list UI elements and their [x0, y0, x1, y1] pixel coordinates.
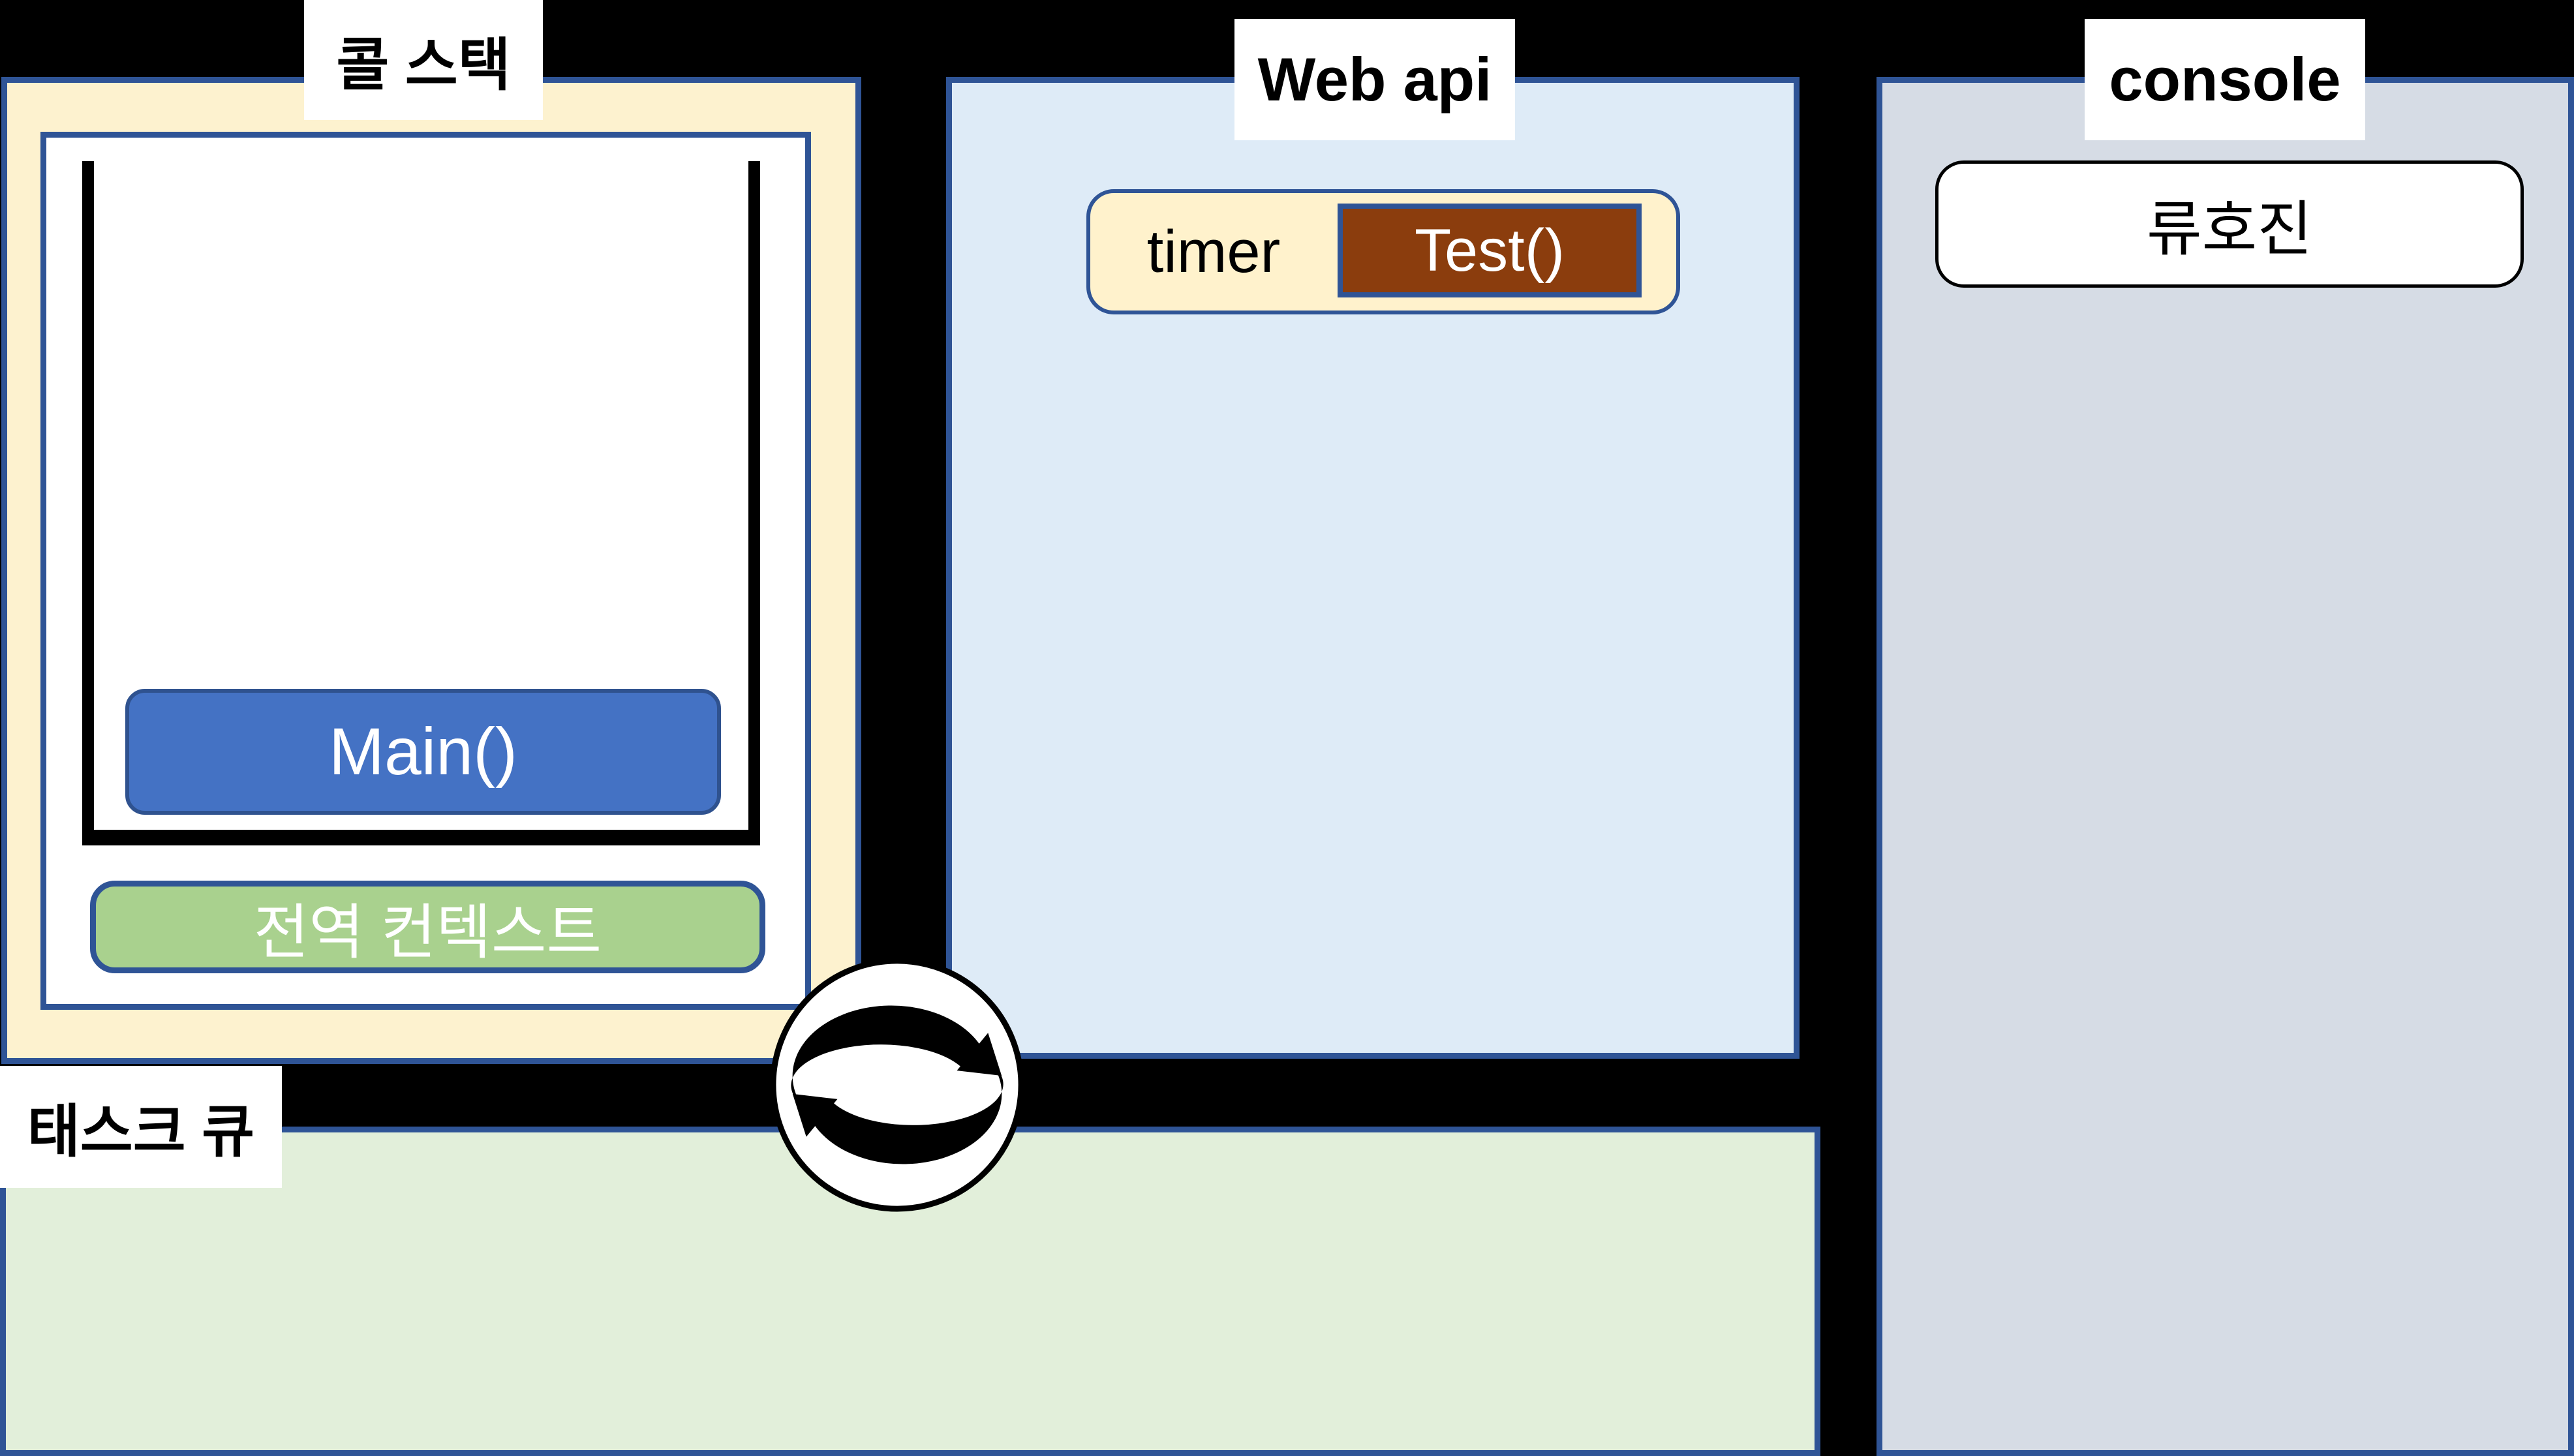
- event-loop-icon: [767, 955, 1027, 1215]
- web-api-title: Web api: [1234, 19, 1515, 140]
- timer-callback-box: Test(): [1338, 204, 1642, 297]
- call-stack-title: 콜 스택: [304, 0, 543, 120]
- console-output-text: 류호진: [2147, 196, 2312, 263]
- stack-wall-bottom: [82, 830, 760, 845]
- stack-wall-right: [748, 161, 760, 845]
- console-title: console: [2085, 19, 2365, 140]
- stack-wall-left: [82, 161, 94, 845]
- console-output-box: 류호진: [1935, 160, 2524, 288]
- timer-callback-label: Test(): [1415, 217, 1565, 284]
- timer-label: timer: [1146, 218, 1281, 285]
- stack-frame-main: Main(): [125, 689, 721, 815]
- global-context-label: 전역 컨텍스트: [253, 899, 602, 966]
- task-queue-panel: [0, 1127, 1820, 1456]
- global-context-box: 전역 컨텍스트: [90, 881, 765, 973]
- stack-frame-main-label: Main(): [328, 714, 518, 789]
- console-panel: [1877, 77, 2574, 1456]
- call-stack-inner-box: [40, 132, 811, 1010]
- task-queue-title: 태스크 큐: [0, 1066, 282, 1188]
